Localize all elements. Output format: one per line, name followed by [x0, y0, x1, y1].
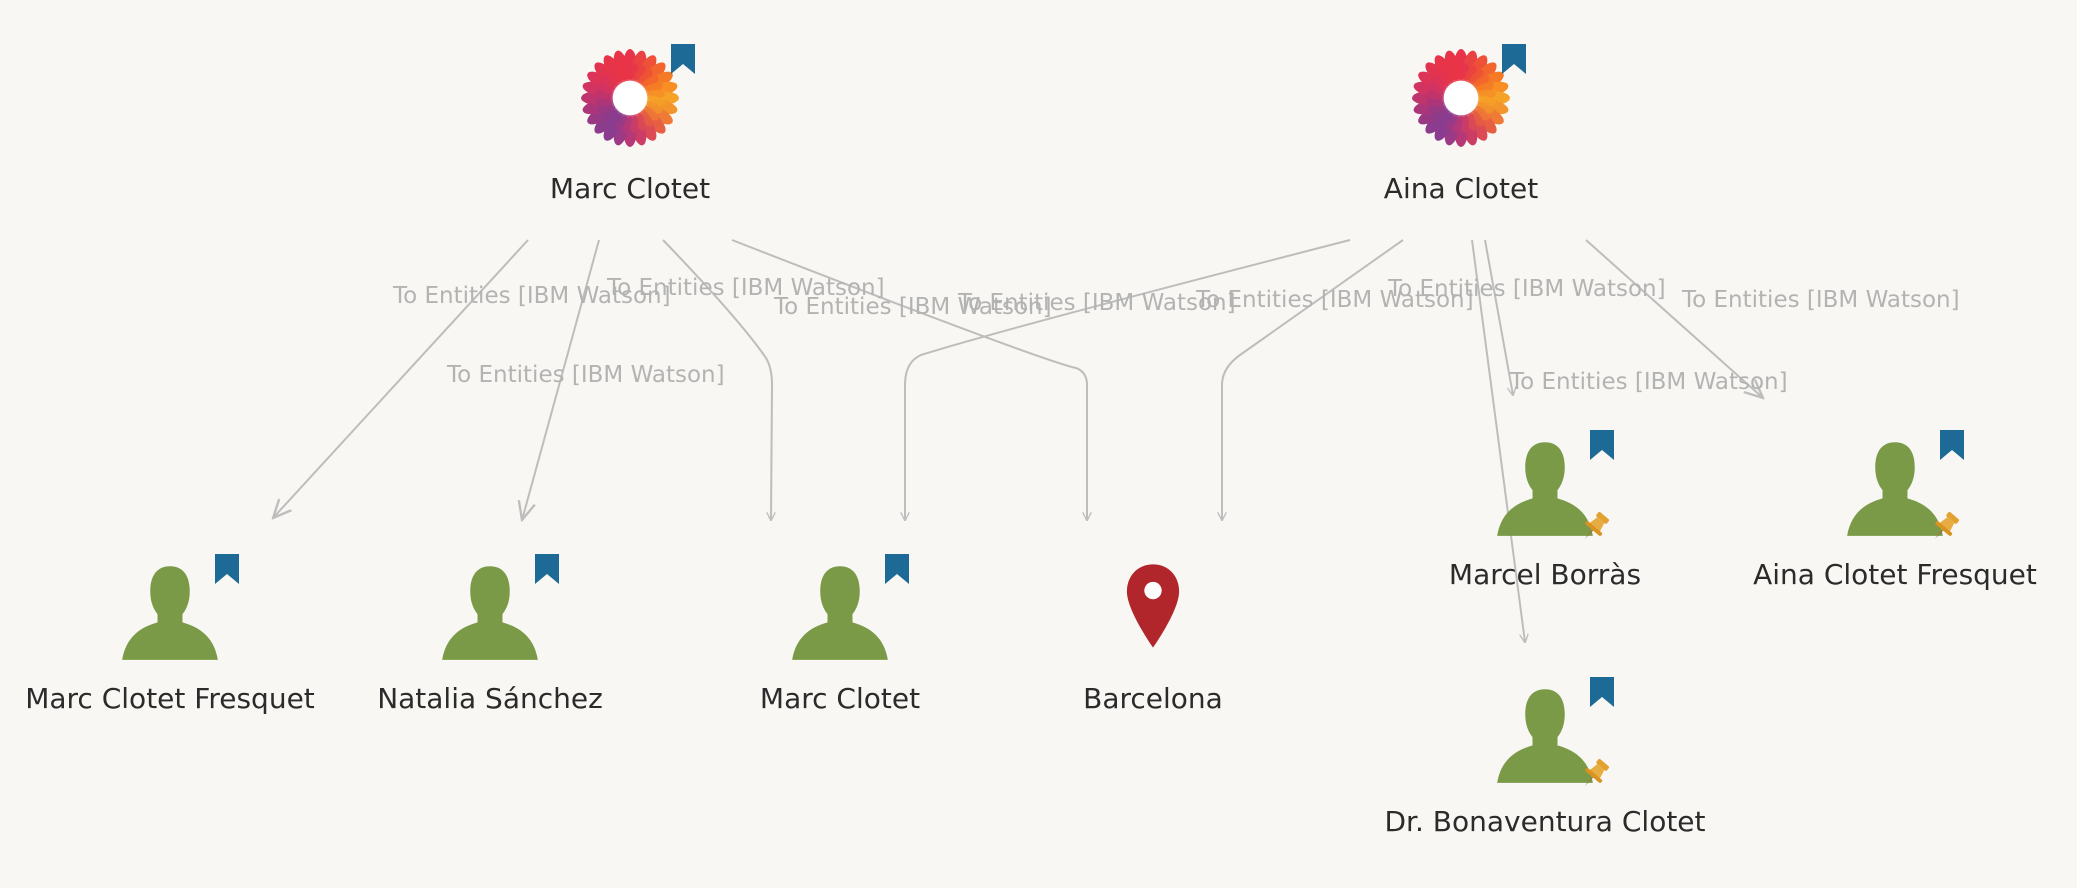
- node-p-bonaventura[interactable]: Dr. Bonaventura Clotet: [1384, 677, 1706, 838]
- edge-src-marc-to-p-natalia[interactable]: [522, 239, 600, 520]
- edge-src-aina-to-p-bonaventura[interactable]: [1471, 239, 1525, 642]
- person-icon: [1497, 689, 1593, 783]
- edge-label: To Entities [IBM Watson]: [1195, 287, 1474, 313]
- bookmark-icon: [1940, 430, 1964, 460]
- edge-src-aina-to-p-aina-fresquet[interactable]: [1585, 239, 1763, 398]
- bookmark-icon: [671, 44, 695, 74]
- bookmark-icon: [535, 554, 559, 584]
- edge-label: To Entities [IBM Watson]: [392, 283, 671, 309]
- bookmark-icon: [885, 554, 909, 584]
- node-label: Aina Clotet Fresquet: [1753, 558, 2037, 591]
- bookmark-icon: [215, 554, 239, 584]
- edge-label: To Entities [IBM Watson]: [957, 290, 1236, 316]
- ibm-watson-sunflower-icon: [1412, 49, 1510, 147]
- node-p-marcel[interactable]: Marcel Borràs: [1449, 430, 1641, 591]
- node-p-marc[interactable]: Marc Clotet: [760, 554, 920, 715]
- node-label: Dr. Bonaventura Clotet: [1384, 805, 1705, 838]
- edge-src-marc-to-p-marc[interactable]: [662, 239, 772, 520]
- edge-label: To Entities [IBM Watson]: [606, 275, 885, 301]
- person-icon: [792, 566, 888, 660]
- person-icon: [442, 566, 538, 660]
- node-src-aina[interactable]: Aina Clotet: [1384, 44, 1538, 205]
- location-pin-icon: [1126, 564, 1180, 648]
- node-label: Aina Clotet: [1384, 172, 1538, 205]
- edges: To Entities [IBM Watson]To Entities [IBM…: [273, 239, 1960, 642]
- node-label: Marc Clotet Fresquet: [25, 682, 315, 715]
- node-p-natalia[interactable]: Natalia Sánchez: [377, 554, 603, 715]
- node-src-marc[interactable]: Marc Clotet: [550, 44, 710, 205]
- edge-label: To Entities [IBM Watson]: [773, 294, 1052, 320]
- edge-src-aina-to-p-marc[interactable]: [905, 239, 1351, 520]
- person-icon: [1847, 442, 1943, 536]
- person-icon: [1497, 442, 1593, 536]
- node-label: Marcel Borràs: [1449, 558, 1641, 591]
- edge-label: To Entities [IBM Watson]: [1387, 276, 1666, 302]
- bookmark-icon: [1590, 430, 1614, 460]
- node-label: Marc Clotet: [760, 682, 920, 715]
- node-label: Marc Clotet: [550, 172, 710, 205]
- edge-label: To Entities [IBM Watson]: [1509, 369, 1788, 395]
- person-icon: [122, 566, 218, 660]
- node-label: Barcelona: [1083, 682, 1223, 715]
- node-l-barcelona[interactable]: Barcelona: [1083, 564, 1223, 715]
- node-p-aina-fresquet[interactable]: Aina Clotet Fresquet: [1753, 430, 2037, 591]
- edge-label: To Entities [IBM Watson]: [446, 362, 725, 388]
- edge-src-marc-to-l-barcelona[interactable]: [731, 239, 1087, 520]
- edge-label: To Entities [IBM Watson]: [1681, 287, 1960, 313]
- edge-src-aina-to-p-marcel[interactable]: [1484, 239, 1513, 395]
- node-label: Natalia Sánchez: [377, 682, 603, 715]
- bookmark-icon: [1502, 44, 1526, 74]
- edge-src-aina-to-l-barcelona[interactable]: [1222, 239, 1404, 520]
- node-p-marc-fresquet[interactable]: Marc Clotet Fresquet: [25, 554, 315, 715]
- edge-src-marc-to-p-marc-fresquet[interactable]: [273, 239, 529, 518]
- ibm-watson-sunflower-icon: [581, 49, 679, 147]
- bookmark-icon: [1590, 677, 1614, 707]
